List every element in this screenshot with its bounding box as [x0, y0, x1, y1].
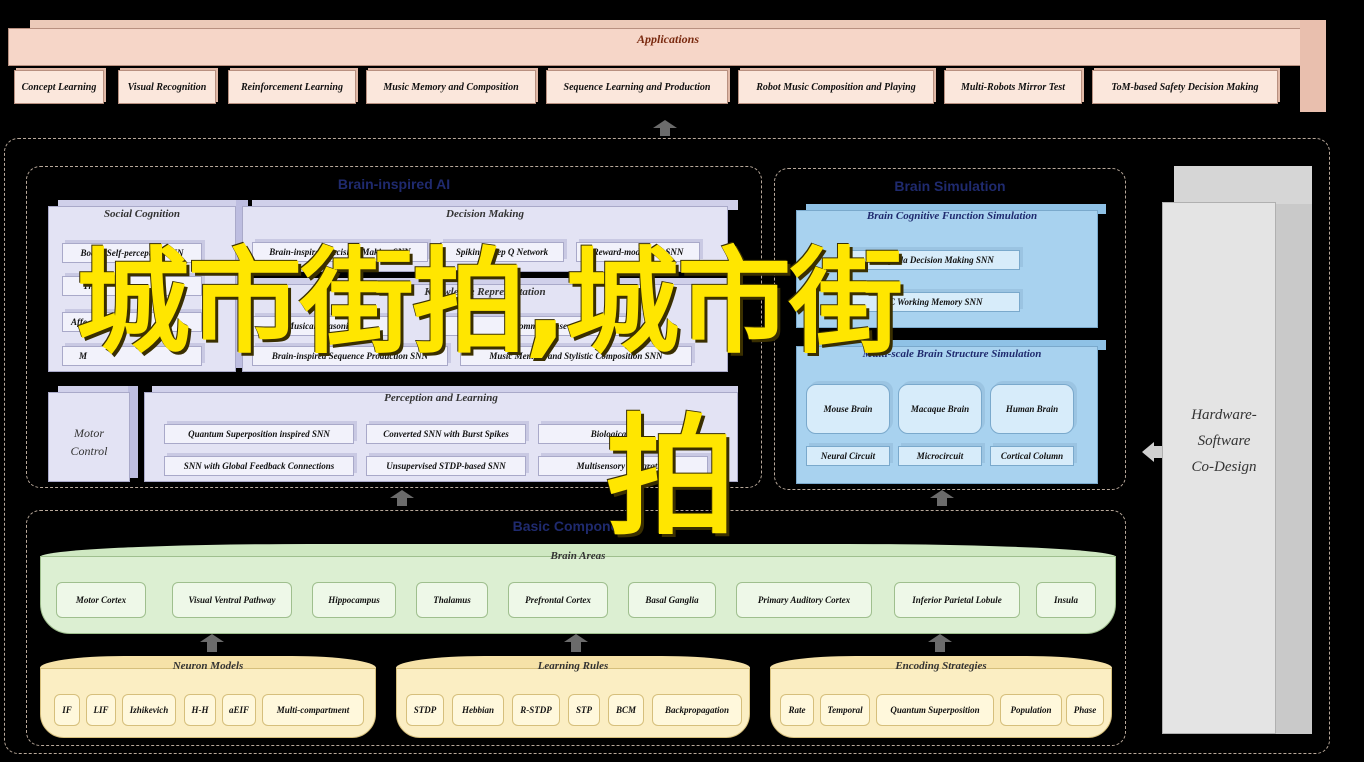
perception-item-2: Converted SNN with Burst Spikes — [366, 424, 526, 444]
neuron-model-3: Izhikevich — [122, 694, 176, 726]
neuron-model-6: Multi-compartment — [262, 694, 364, 726]
brain-sim-panel — [774, 168, 1126, 490]
motor-control-module — [48, 392, 130, 482]
social-item-4: M — [62, 346, 202, 366]
overlay-text-line1: 城市街拍,城市街 — [76, 236, 903, 369]
multiscale-item-6: Cortical Column — [990, 446, 1074, 466]
neuron-models-title: Neuron Models — [172, 660, 244, 672]
brain-area-1: Motor Cortex — [56, 582, 146, 618]
perception-item-5: Unsupervised STDP-based SNN — [366, 456, 526, 476]
brain-area-4: Thalamus — [416, 582, 488, 618]
hardware-line2: Software — [1197, 433, 1251, 449]
basic-components-panel — [26, 510, 1126, 746]
perception-item-1: Quantum Superposition inspired SNN — [164, 424, 354, 444]
applications-banner-side — [1300, 20, 1326, 112]
encoding-5: Phase — [1066, 694, 1104, 726]
framework-frame — [4, 138, 1330, 754]
up-arrow-icon — [390, 490, 414, 498]
learning-rule-5: BCM — [608, 694, 644, 726]
motor-control-line2: Control — [70, 444, 108, 458]
hardware-line1: Hardware- — [1191, 407, 1257, 423]
app-robot-music: Robot Music Composition and Playing — [738, 70, 934, 104]
hardware-software-module — [1162, 202, 1276, 734]
social-item-2: Th — [62, 276, 202, 296]
encoding-2: Temporal — [820, 694, 870, 726]
brain-area-5: Prefrontal Cortex — [508, 582, 608, 618]
hardware-line3: Co-Design — [1191, 459, 1257, 475]
neuron-model-5: aEIF — [222, 694, 256, 726]
brain-area-6: Basal Ganglia — [628, 582, 716, 618]
knowledge-item-2: Commonsense — [440, 316, 640, 336]
up-arrow-icon — [928, 634, 952, 642]
multiscale-item-1: Mouse Brain — [806, 384, 890, 434]
app-multi-robots: Multi-Robots Mirror Test — [944, 70, 1082, 104]
perception-learning-title: Perception and Learning — [384, 392, 498, 404]
brain-ai-panel — [26, 166, 762, 488]
encoding-1: Rate — [780, 694, 814, 726]
multiscale-item-3: Human Brain — [990, 384, 1074, 434]
brain-ai-title: Brain-inspired AI — [337, 176, 451, 192]
multiscale-item-2: Macaque Brain — [898, 384, 982, 434]
up-arrow-icon — [200, 634, 224, 642]
brain-area-3: Hippocampus — [312, 582, 396, 618]
cognitive-item-2: PFC Working Memory SNN — [840, 292, 1020, 312]
brain-sim-title: Brain Simulation — [894, 178, 1006, 194]
learning-rule-1: STDP — [406, 694, 444, 726]
up-arrow-icon — [930, 490, 954, 498]
applications-title: Applications — [636, 32, 699, 46]
perception-item-3: Biologically — [538, 424, 688, 444]
app-visual-recognition: Visual Recognition — [118, 70, 216, 104]
left-arrow-icon — [1142, 442, 1154, 462]
multiscale-simulation-title: Multi-scale Brain Structure Simulation — [862, 348, 1042, 360]
encoding-strategies-title: Encoding Strategies — [895, 660, 987, 672]
cognitive-simulation-title: Brain Cognitive Function Simulation — [866, 210, 1038, 222]
social-cognition-title: Social Cognition — [103, 208, 181, 220]
up-arrow-icon — [564, 634, 588, 642]
applications-banner — [8, 28, 1318, 66]
brain-area-8: Inferior Parietal Lobule — [894, 582, 1020, 618]
learning-rule-3: R-STDP — [512, 694, 560, 726]
perception-item-4: SNN with Global Feedback Connections — [164, 456, 354, 476]
social-item-3: Affe — [62, 312, 202, 332]
app-tom-safety: ToM-based Safety Decision Making — [1092, 70, 1278, 104]
social-item-1: Bodily Self-perception SNN — [62, 243, 202, 263]
learning-rule-2: Hebbian — [452, 694, 504, 726]
overlay-text-line2: 拍 — [606, 401, 737, 553]
encoding-3: Quantum Superposition — [876, 694, 994, 726]
app-music-memory: Music Memory and Composition — [366, 70, 536, 104]
knowledge-item-1: Musical Reasoning — [252, 316, 392, 336]
brain-area-7: Primary Auditory Cortex — [736, 582, 872, 618]
up-arrow-stem — [660, 128, 670, 136]
perception-item-6: Multisensory Integration — [538, 456, 708, 476]
learning-rule-4: STP — [568, 694, 600, 726]
learning-rule-6: Backpropagation — [652, 694, 742, 726]
knowledge-item-4: Music Memory and Stylistic Composition S… — [460, 346, 692, 366]
cognitive-item-1: Drosophila Decision Making SNN — [840, 250, 1020, 270]
motor-control-line1: Motor — [74, 426, 104, 440]
multiscale-item-4: Neural Circuit — [806, 446, 890, 466]
decision-making-title: Decision Making — [446, 208, 524, 220]
neuron-model-2: LIF — [86, 694, 116, 726]
decision-item-1: Brain-inspired Decision-Making SNN — [252, 242, 428, 262]
multiscale-item-5: Microcircuit — [898, 446, 982, 466]
up-arrow-icon — [653, 120, 677, 128]
knowledge-title: Knowledge Representation — [424, 286, 546, 298]
decision-item-3: Reward-modulated SNN — [576, 242, 700, 262]
brain-area-9: Insula — [1036, 582, 1096, 618]
neuron-model-4: H-H — [184, 694, 216, 726]
app-sequence-learning: Sequence Learning and Production — [546, 70, 728, 104]
knowledge-item-3: Brain-inspired Sequence Production SNN — [252, 346, 448, 366]
basic-components-title: Basic Components — [512, 518, 640, 534]
neuron-model-1: IF — [54, 694, 80, 726]
app-concept-learning: Concept Learning — [14, 70, 104, 104]
app-reinforcement-learning: Reinforcement Learning — [228, 70, 356, 104]
brain-area-2: Visual Ventral Pathway — [172, 582, 292, 618]
learning-rules-title: Learning Rules — [537, 660, 609, 672]
decision-item-2: Spiking Deep Q Network — [440, 242, 564, 262]
encoding-4: Population — [1000, 694, 1062, 726]
left-arrow-stem — [1154, 446, 1162, 458]
brain-areas-title: Brain Areas — [550, 550, 606, 562]
